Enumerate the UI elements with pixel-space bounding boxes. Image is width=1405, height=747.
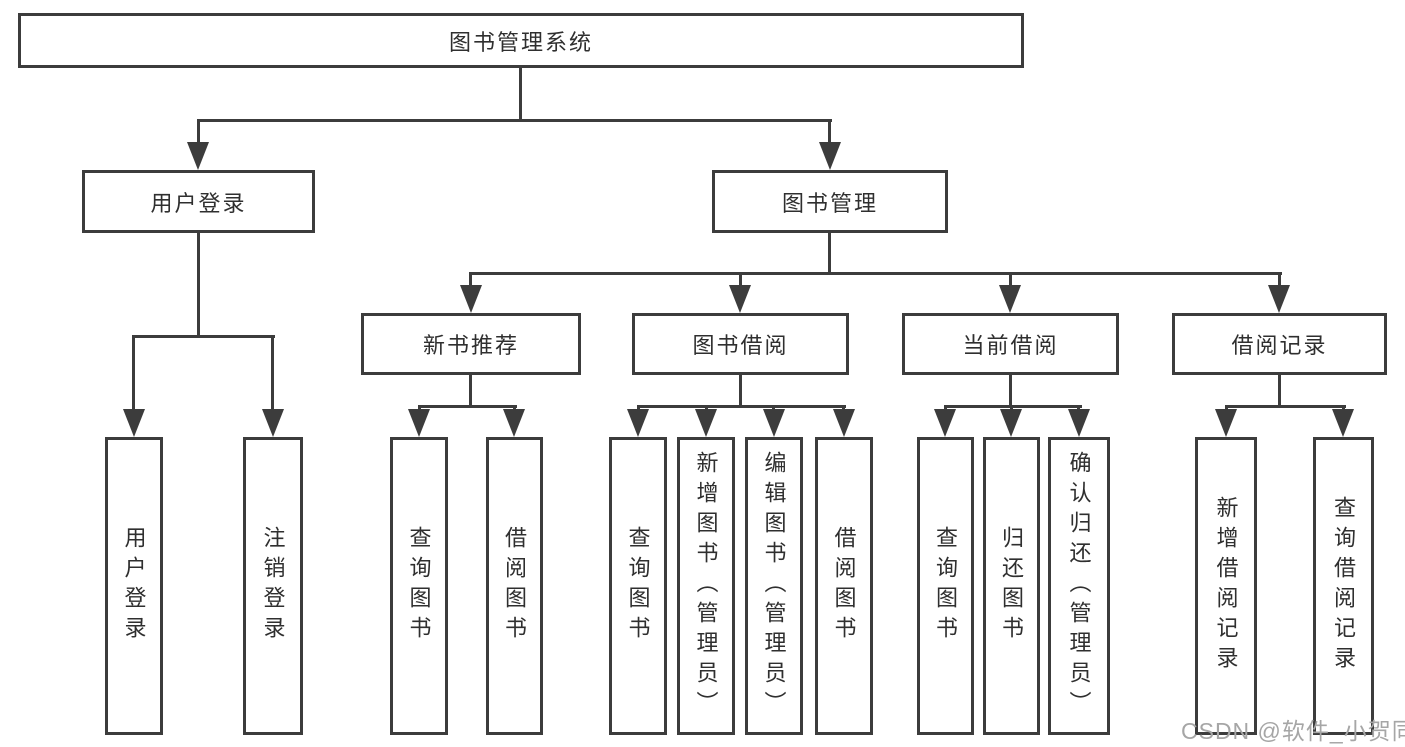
arrow-down-icon	[999, 285, 1021, 313]
arrow-down-icon	[408, 409, 430, 437]
arrow-down-icon	[695, 409, 717, 437]
node-label: 借阅记录	[1231, 333, 1328, 358]
leaf-label: 编辑图书（管理员）	[761, 451, 787, 721]
arrow-down-icon	[763, 409, 785, 437]
arrow-down-icon	[187, 142, 209, 170]
node-borrow-records: 借阅记录	[1172, 313, 1387, 375]
node-book-management: 图书管理	[712, 170, 948, 233]
leaf-edit-book-admin: 编辑图书（管理员）	[745, 437, 803, 735]
node-label: 当前借阅	[962, 333, 1059, 358]
leaf-label: 借阅图书	[831, 526, 857, 646]
connector-line	[197, 119, 832, 122]
connector-line	[1225, 405, 1346, 408]
connector-line	[1009, 274, 1012, 289]
csdn-watermark: CSDN @软件_小贺同学	[1181, 718, 1405, 744]
arrow-down-icon	[123, 409, 145, 437]
node-label: 用户登录	[150, 190, 247, 216]
connector-line	[1009, 374, 1012, 407]
node-book-borrow: 图书借阅	[632, 313, 849, 375]
leaf-label: 查询图书	[933, 526, 959, 646]
leaf-label: 注销登录	[260, 526, 286, 646]
arrow-down-icon	[729, 285, 751, 313]
leaf-label: 确认归还（管理员）	[1066, 451, 1092, 721]
arrow-down-icon	[503, 409, 525, 437]
node-label: 图书管理	[781, 190, 878, 216]
connector-line	[519, 67, 522, 121]
connector-line	[197, 121, 200, 147]
arrow-down-icon	[934, 409, 956, 437]
leaf-add-book-admin: 新增图书（管理员）	[677, 437, 735, 735]
arrow-down-icon	[1268, 285, 1290, 313]
connector-line	[1278, 274, 1281, 289]
connector-line	[828, 231, 831, 274]
connector-line	[637, 405, 846, 408]
connector-line	[1278, 374, 1281, 407]
connector-line	[271, 337, 274, 413]
leaf-label: 用户登录	[121, 526, 147, 646]
leaf-borrow-books-recommend: 借阅图书	[486, 437, 543, 735]
leaf-label: 查询图书	[406, 526, 432, 646]
connector-line	[944, 405, 1082, 408]
node-label: 图书管理系统	[448, 29, 593, 55]
connector-line	[469, 274, 472, 289]
leaf-add-borrow-record: 新增借阅记录	[1195, 437, 1257, 735]
connector-line	[469, 272, 1282, 275]
connector-line	[197, 231, 200, 337]
leaf-query-books-recommend: 查询图书	[390, 437, 448, 735]
connector-line	[739, 274, 742, 289]
connector-line	[418, 405, 517, 408]
leaf-return-book: 归还图书	[983, 437, 1040, 735]
node-label: 图书借阅	[692, 333, 789, 358]
arrow-down-icon	[1068, 409, 1090, 437]
leaf-logout: 注销登录	[243, 437, 303, 735]
node-current-borrow: 当前借阅	[902, 313, 1119, 375]
arrow-down-icon	[262, 409, 284, 437]
connector-line	[132, 337, 135, 413]
connector-line	[132, 335, 275, 338]
leaf-label: 新增图书（管理员）	[693, 451, 719, 721]
leaf-label: 查询图书	[625, 526, 651, 646]
arrow-down-icon	[460, 285, 482, 313]
connector-line	[469, 374, 472, 407]
arrow-down-icon	[819, 142, 841, 170]
leaf-label: 新增借阅记录	[1213, 496, 1239, 676]
node-label: 新书推荐	[422, 333, 519, 358]
node-user-login: 用户登录	[82, 170, 315, 233]
leaf-confirm-return-admin: 确认归还（管理员）	[1048, 437, 1110, 735]
leaf-label: 查询借阅记录	[1331, 496, 1357, 676]
leaf-query-books-borrow: 查询图书	[609, 437, 667, 735]
arrow-down-icon	[833, 409, 855, 437]
leaf-borrow-books: 借阅图书	[815, 437, 873, 735]
leaf-query-books-current: 查询图书	[917, 437, 974, 735]
leaf-label: 借阅图书	[502, 526, 528, 646]
node-new-book-recommend: 新书推荐	[361, 313, 581, 375]
arrow-down-icon	[1000, 409, 1022, 437]
leaf-user-login: 用户登录	[105, 437, 163, 735]
connector-line	[739, 374, 742, 407]
arrow-down-icon	[627, 409, 649, 437]
leaf-query-borrow-record: 查询借阅记录	[1313, 437, 1374, 735]
arrow-down-icon	[1332, 409, 1354, 437]
node-root: 图书管理系统	[18, 13, 1024, 68]
arrow-down-icon	[1215, 409, 1237, 437]
connector-line	[828, 121, 831, 147]
leaf-label: 归还图书	[999, 526, 1025, 646]
